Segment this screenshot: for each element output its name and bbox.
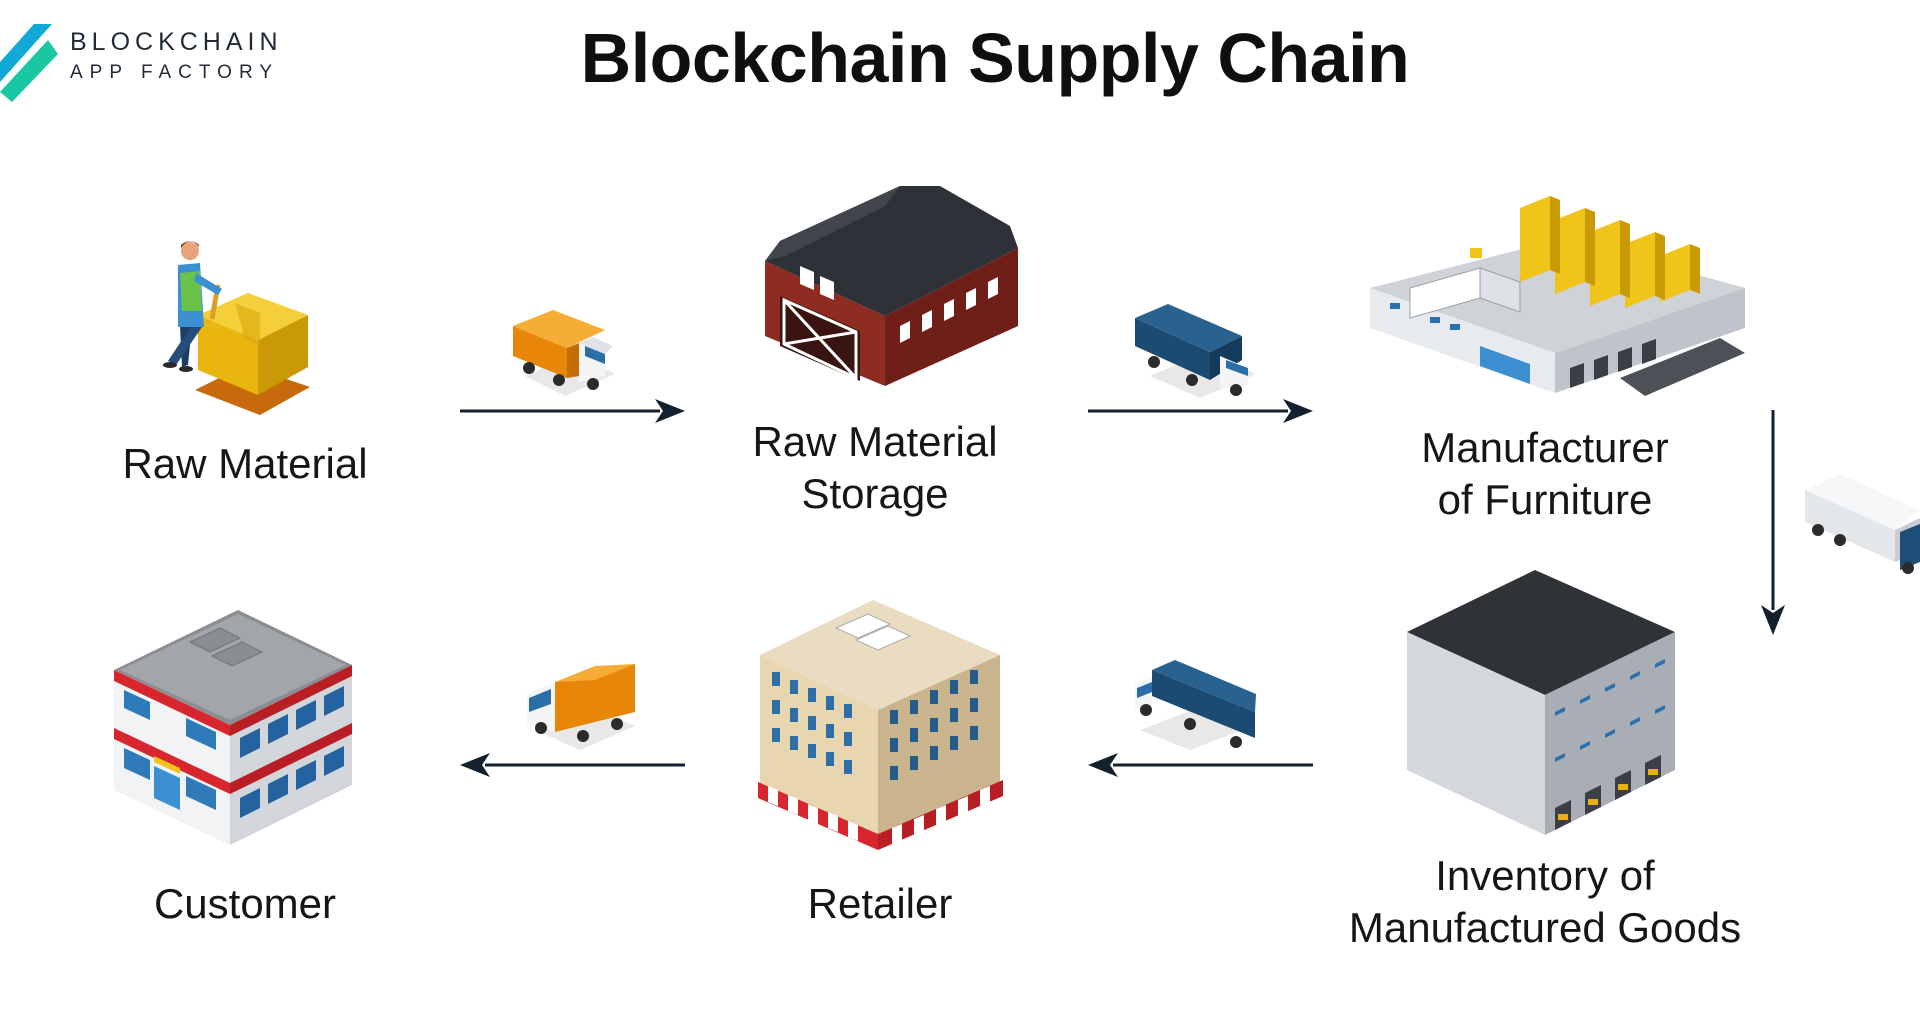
label-line: Inventory of: [1435, 852, 1655, 899]
label-line: of Furniture: [1437, 476, 1653, 523]
inventory-warehouse-icon: [1405, 570, 1680, 835]
label-line: Manufactured Goods: [1348, 904, 1742, 951]
node-label-retailer: Retailer: [807, 880, 953, 927]
logo-subtitle: APP FACTORY: [70, 62, 279, 83]
arrow-left-1: [1088, 752, 1313, 778]
brand-logo: BLOCKCHAIN APP FACTORY: [0, 20, 300, 102]
node-label-raw-material: Raw Material: [122, 440, 368, 487]
orange-truck-icon: [525, 652, 640, 752]
node-label-raw-material-storage: Raw Material Storage: [720, 416, 1030, 520]
blue-truck-icon: [1130, 650, 1260, 750]
factory-icon: [1370, 178, 1750, 403]
logo-name: BLOCKCHAIN: [70, 28, 283, 56]
worker-with-cart-icon: [150, 215, 320, 415]
page-title: Blockchain Supply Chain: [580, 19, 1410, 97]
white-truck-icon: [1800, 462, 1920, 577]
blue-truck-icon: [1130, 296, 1260, 401]
label-line: Manufacturer: [1421, 424, 1669, 471]
arrow-right-2: [1088, 398, 1313, 424]
arrow-down: [1760, 410, 1786, 635]
label-line: Raw Material: [752, 418, 998, 465]
arrow-right-1: [460, 398, 685, 424]
arrow-left-2: [460, 752, 685, 778]
node-label-customer: Customer: [153, 880, 337, 927]
node-label-manufacturer-of-furniture: Manufacturer of Furniture: [1380, 422, 1710, 526]
label-line: Storage: [801, 470, 949, 517]
customer-building-icon: [110, 610, 355, 845]
barn-warehouse-icon: [760, 186, 1025, 386]
retail-building-icon: [758, 600, 1003, 850]
logo-mark-icon: [0, 24, 58, 102]
node-label-inventory-of-manufactured-goods: Inventory of Manufactured Goods: [1340, 850, 1750, 954]
orange-truck-icon: [505, 296, 620, 401]
